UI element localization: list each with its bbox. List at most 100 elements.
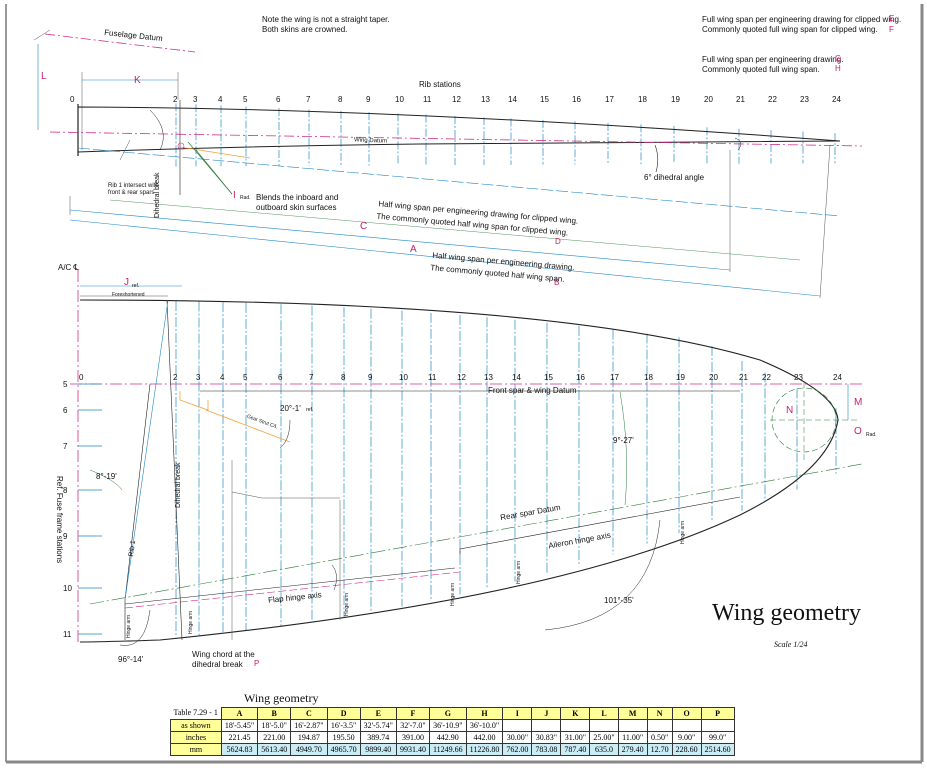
- dim-K-label: K: [134, 75, 141, 86]
- plan-station-label: 6: [278, 373, 283, 382]
- table-cell: [502, 719, 533, 732]
- scale-note: Scale 1/24: [774, 640, 808, 649]
- front-station-label: 7: [306, 95, 311, 104]
- label-frame-stations: Ref. Fuse frame stations: [55, 476, 64, 564]
- letter-P: P: [254, 659, 260, 668]
- table-cell: 762.00: [502, 743, 533, 756]
- angle-9-arc: [619, 391, 627, 506]
- blend-note-2: outboard skin surfaces: [256, 203, 337, 212]
- label-angle-8: 8°-19': [96, 472, 117, 481]
- dim-A-label: A: [410, 244, 417, 255]
- plan-station-label: 23: [794, 373, 803, 382]
- label-foreshortened: Foreshortened: [112, 292, 145, 298]
- table-cell: 11.00": [617, 731, 648, 744]
- table-header-cell: P: [700, 707, 735, 720]
- table-cell: 5624.83: [220, 743, 259, 756]
- table-cell: 32'-7.0": [395, 719, 430, 732]
- table-header-cell: C: [290, 707, 328, 720]
- front-station-label: 3: [193, 95, 198, 104]
- angle-20-arc: [279, 419, 291, 449]
- plan-station-label: 8: [341, 373, 346, 382]
- gear-strut-line: [205, 409, 291, 443]
- plan-station-label: 13: [484, 373, 493, 382]
- rib1-note-2: front & rear spars: [108, 190, 155, 196]
- note-E: Full wing span per engineering drawing f…: [702, 15, 902, 24]
- table-row-label: mm: [170, 743, 222, 756]
- frame-number: 11: [63, 630, 72, 639]
- plan-station-label: 18: [644, 373, 653, 382]
- dim-O-rad: Rad.: [866, 432, 877, 438]
- frame-number: 6: [63, 406, 68, 415]
- label-angle-20-ref: ref.: [306, 407, 314, 413]
- tip-curve: [734, 137, 742, 151]
- wing-front-profile: [77, 106, 841, 153]
- table-cell: 635.0: [589, 743, 619, 756]
- table-cell: 18'-5.0": [257, 719, 292, 732]
- letter-E: E: [889, 14, 895, 23]
- table-header-cell: H: [465, 707, 504, 720]
- dim-A-ext-right: [819, 144, 831, 299]
- rear-spar-datum-line: [89, 463, 863, 605]
- table-header-cell: M: [617, 707, 648, 720]
- rib1-note-1: Rib 1 intersect with: [108, 183, 159, 189]
- table-header-cell: O: [671, 707, 702, 720]
- table-header-cell: L: [589, 707, 619, 720]
- table-row-label: inches: [170, 731, 222, 744]
- front-station-label: 13: [481, 95, 490, 104]
- plan-station-label: 3: [196, 373, 201, 382]
- dihedral-angle-arc: [654, 144, 659, 173]
- table-cell: 31.00": [560, 731, 591, 744]
- plan-station-label: 12: [457, 373, 466, 382]
- plan-station-label: 20: [709, 373, 718, 382]
- label-rib-stations: Rib stations: [419, 80, 461, 89]
- label-front-spar: Front spar & wing Datum: [488, 386, 577, 395]
- note-skins-crowned: Both skins are crowned.: [262, 25, 348, 34]
- table-cell: 32'-5.74": [359, 719, 397, 732]
- label-hinge-arm-5: Hinge arm: [188, 610, 194, 634]
- table-cell: 228.60: [671, 743, 702, 756]
- table-cell: 11226.80: [465, 743, 504, 756]
- table-header-cell: D: [326, 707, 361, 720]
- dihedral-ref-line: [77, 147, 841, 217]
- leader-I-2: [195, 149, 233, 195]
- plan-station-label: 2: [173, 373, 178, 382]
- label-hinge-arm-1: Hinge arm: [680, 520, 686, 544]
- letter-G: G: [835, 54, 842, 63]
- dim-M-letter: M: [854, 397, 863, 408]
- table-cell: 279.40: [617, 743, 648, 756]
- table-cell: 9931.40: [395, 743, 430, 756]
- table-cell: 442.00: [465, 731, 504, 744]
- label-hinge-arm-3: Hinge arm: [450, 582, 456, 606]
- chord-note-2: dihedral break: [192, 660, 243, 669]
- front-station-label: 0: [70, 95, 75, 104]
- table-cell: [646, 719, 673, 732]
- table-cell: 11249.66: [428, 743, 467, 756]
- rib1-intersect-curve: [149, 109, 164, 151]
- label-angle-9: 9°-27': [613, 436, 634, 445]
- letter-B: B: [554, 278, 560, 287]
- table-cell: 4965.70: [326, 743, 361, 756]
- table-cell: 9.00": [671, 731, 702, 744]
- table-cell: 36'-10.9": [428, 719, 467, 732]
- note-H: Commonly quoted full wing span.: [702, 65, 820, 74]
- table-cell: 16'-3.5": [326, 719, 361, 732]
- table-cell: 30.83": [531, 731, 562, 744]
- front-station-label: 16: [572, 95, 581, 104]
- table-cell: 195.50: [326, 731, 361, 744]
- frame-number: 5: [63, 380, 68, 389]
- table-cell: 18'-5.45": [220, 719, 259, 732]
- table-header-cell: N: [646, 707, 673, 720]
- wing-datum-line: [49, 131, 863, 147]
- label-hinge-arm-2: Hinge arm: [516, 560, 522, 584]
- plan-station-label: 21: [739, 373, 748, 382]
- table-cell: 5613.40: [257, 743, 292, 756]
- letter-H: H: [835, 64, 841, 73]
- plan-station-label: 22: [762, 373, 771, 382]
- table-cell: 0.50": [646, 731, 673, 744]
- front-station-label: 9: [366, 95, 371, 104]
